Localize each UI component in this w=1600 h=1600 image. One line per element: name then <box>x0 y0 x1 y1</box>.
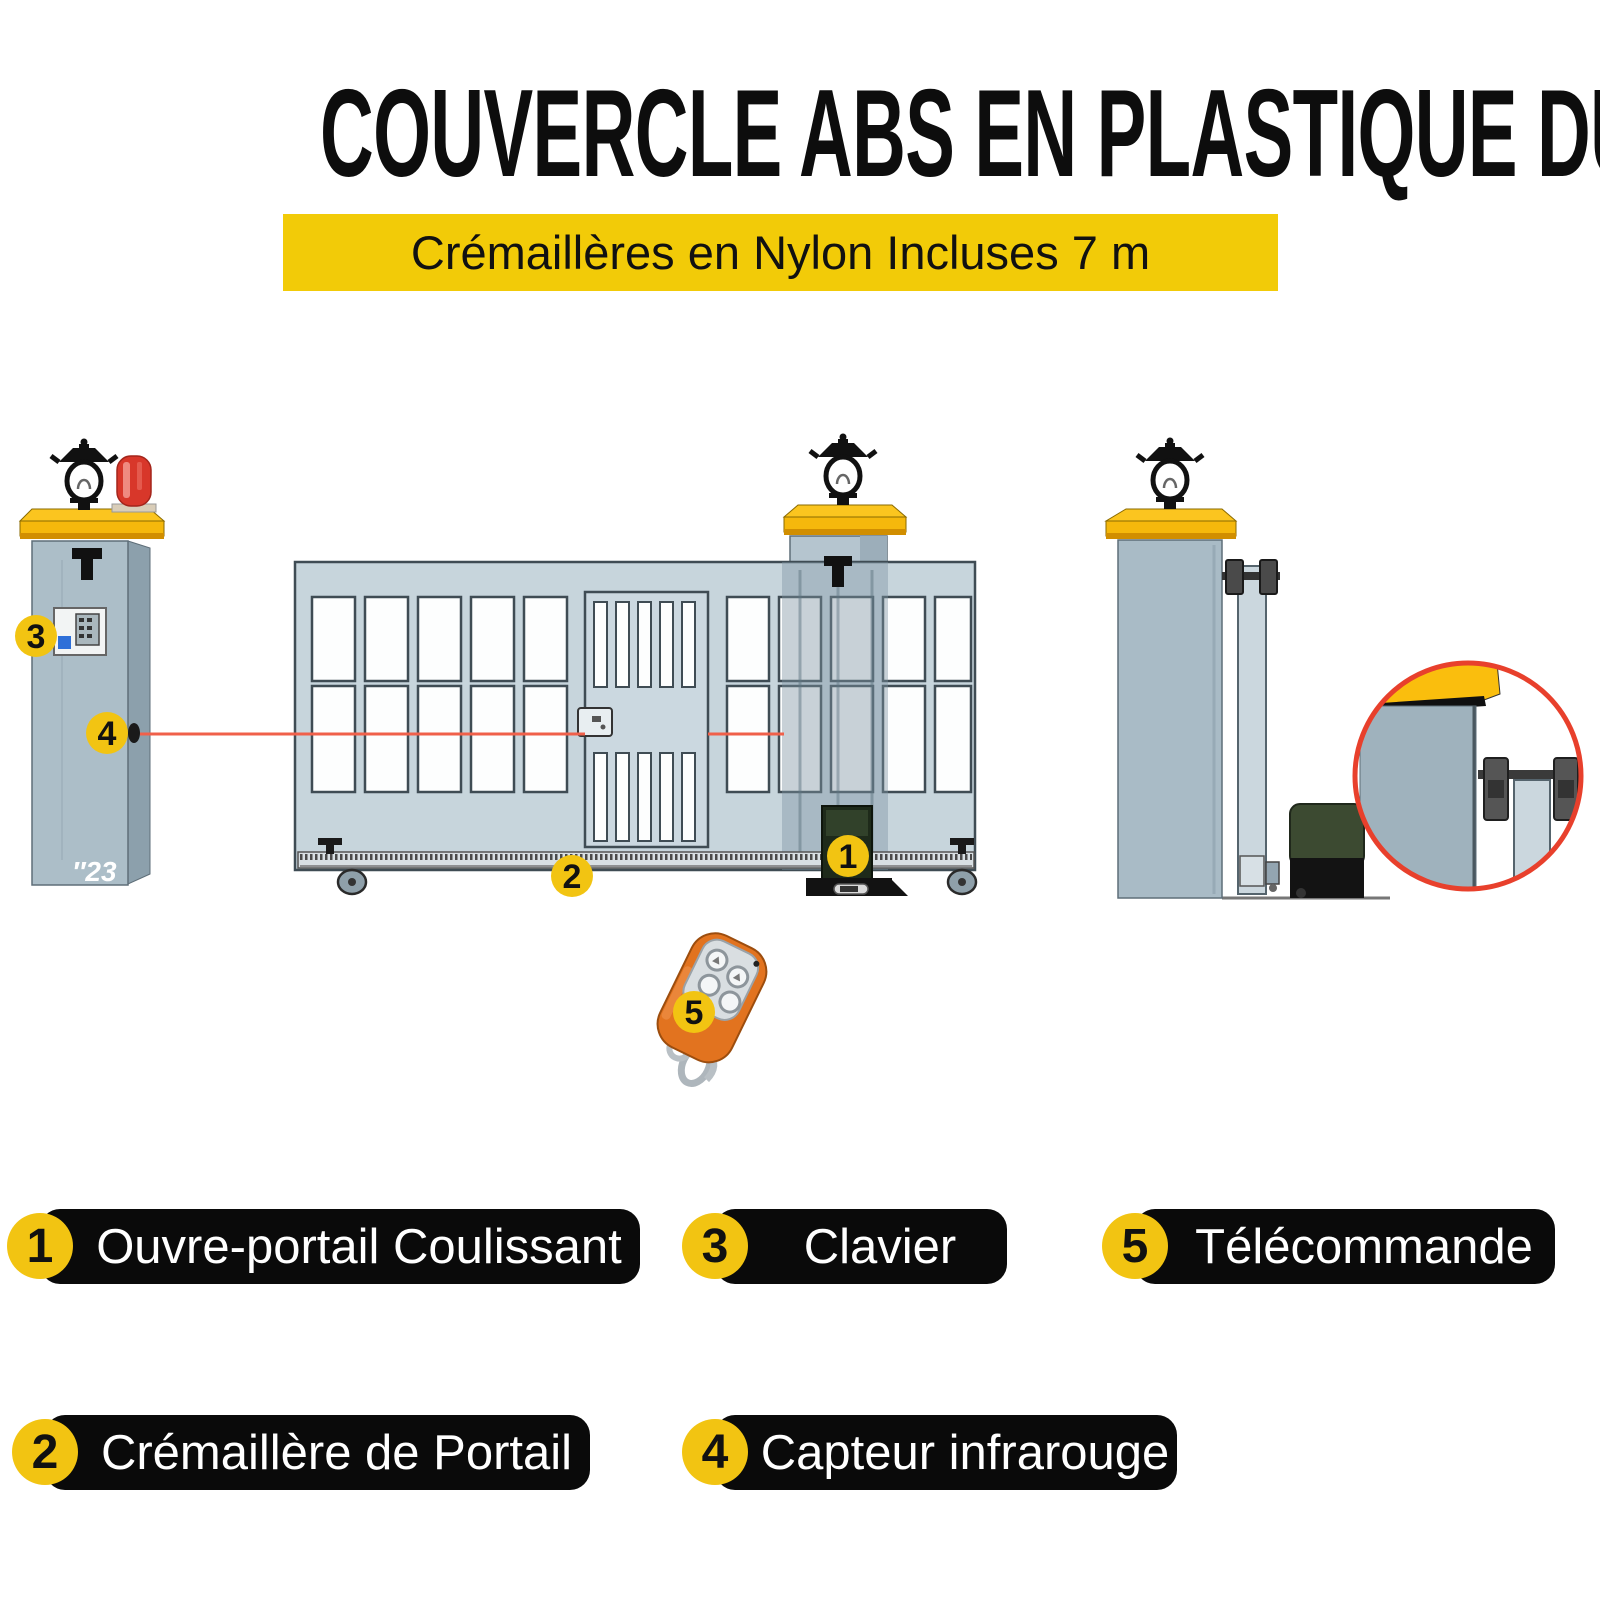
callout-4: 4 <box>86 712 128 754</box>
legend-number-badge: 3 <box>682 1213 748 1279</box>
legend-pill: Clavier <box>715 1209 1007 1284</box>
legend-label: Capteur infrarouge <box>760 1425 1170 1480</box>
rack-bracket-icon <box>318 838 974 854</box>
svg-text:3: 3 <box>27 618 46 656</box>
key-switch-icon <box>72 548 102 580</box>
svg-text:2: 2 <box>563 858 582 896</box>
alarm-beacon-icon <box>111 455 157 513</box>
legend-label: Crémaillère de Portail <box>100 1425 573 1480</box>
roller-bracket-icon <box>1222 559 1280 595</box>
page-title: COUVERCLE ABS EN PLASTIQUE DURABLE <box>319 65 1600 203</box>
gate-panes-left <box>310 595 569 794</box>
sliding-gate <box>293 556 978 896</box>
legend-label: Clavier <box>803 1219 957 1274</box>
legend-label: Ouvre-portail Coulissant <box>96 1219 622 1274</box>
gate-edge-side <box>1237 565 1267 895</box>
side-post-group <box>1104 437 1390 900</box>
gate-system-diagram: ″23 <box>15 433 1584 1087</box>
key-switch-icon <box>824 556 852 587</box>
legend-number-badge: 5 <box>1102 1213 1168 1279</box>
motor-side-view <box>1289 803 1365 898</box>
lantern-icon <box>808 433 878 505</box>
gate-wheel-icon <box>336 868 978 896</box>
post-marking: ″23 <box>72 856 117 887</box>
keypad-icon <box>53 607 107 656</box>
middle-post <box>782 433 908 567</box>
legend-pill: Ouvre-portail Coulissant <box>40 1209 640 1284</box>
subtitle-banner: Crémaillères en Nylon Incluses 7 m <box>283 214 1278 291</box>
callout-5: 5 <box>673 991 715 1033</box>
svg-text:4: 4 <box>98 715 117 753</box>
legend-pill: Télécommande <box>1135 1209 1555 1284</box>
inset-ring <box>1352 660 1584 892</box>
callout-2: 2 <box>551 855 593 897</box>
remote-button <box>718 990 742 1014</box>
callout-1: 1 <box>827 835 869 877</box>
detail-inset <box>1352 660 1584 892</box>
callout-3: 3 <box>15 615 57 657</box>
svg-text:1: 1 <box>839 838 858 876</box>
lantern-icon <box>1135 437 1205 509</box>
subtitle-text: Crémaillères en Nylon Incluses 7 m <box>410 226 1151 279</box>
door-lock-icon <box>577 707 613 737</box>
gate-door-section <box>577 590 710 849</box>
legend-number-badge: 2 <box>12 1419 78 1485</box>
legend-pill: Crémaillère de Portail <box>45 1415 590 1490</box>
infrared-sensor-icon <box>128 723 140 743</box>
legend-number-badge: 1 <box>7 1213 73 1279</box>
gate-panes-right <box>725 595 973 794</box>
lantern-icon <box>49 438 119 510</box>
keypad-post: ″23 <box>18 438 166 887</box>
svg-text:5: 5 <box>685 994 704 1032</box>
legend-label: Télécommande <box>1195 1219 1533 1274</box>
remote-led <box>753 960 760 967</box>
legend-number-badge: 4 <box>682 1419 748 1485</box>
bottom-guide-icon <box>1239 855 1280 892</box>
legend-pill: Capteur infrarouge <box>715 1415 1177 1490</box>
